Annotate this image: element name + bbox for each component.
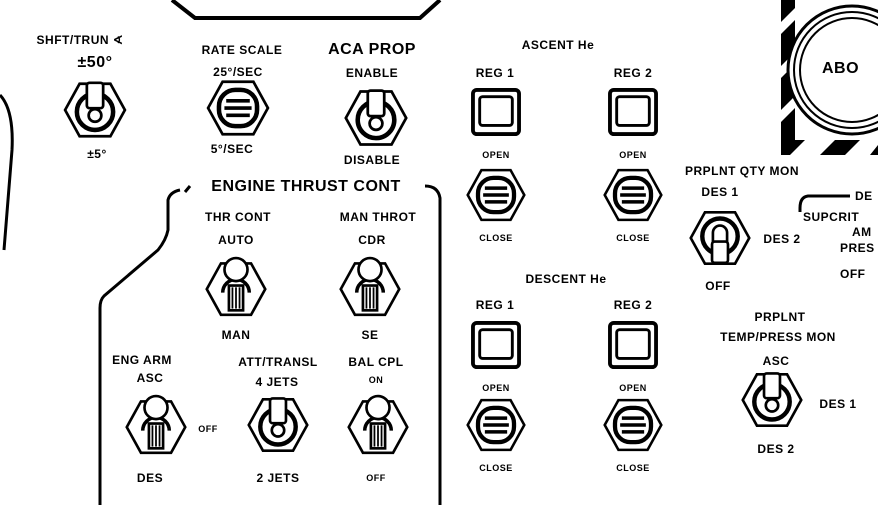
ascent-reg1-title: REG 1 <box>475 66 515 80</box>
thr-cont-title: THR CONT <box>205 210 271 224</box>
eng-arm-up-label: ASC <box>136 371 164 385</box>
prplnt-temp-right-label: DES 1 <box>819 397 857 411</box>
rate-scale-title: RATE SCALE <box>201 43 283 57</box>
descent-reg1-switch[interactable] <box>466 397 526 453</box>
att-transl-down-label: 2 JETS <box>256 471 300 485</box>
eng-arm-down-label: DES <box>136 471 164 485</box>
bal-cpl-title: BAL CPL <box>348 355 404 369</box>
supcrit-off-label: OFF <box>840 267 866 281</box>
thr-cont-down-label: MAN <box>221 328 251 342</box>
abort-hash-frame <box>781 0 878 155</box>
att-transl-switch[interactable] <box>247 396 309 454</box>
supcrit-amb-label: AM <box>852 225 872 239</box>
descent-reg2-indicator <box>608 321 658 369</box>
shft-trun-down-label: ±5° <box>87 147 107 161</box>
man-throt-down-label: SE <box>361 328 379 342</box>
ascent-reg1-open-label: OPEN <box>482 150 510 160</box>
ascent-reg2-switch[interactable] <box>603 167 663 223</box>
top-box-outline <box>170 0 442 20</box>
engine-thrust-bracket-left <box>98 185 192 505</box>
abort-button-label: ABO <box>822 60 860 77</box>
prplnt-temp-title-1: PRPLNT <box>754 310 806 324</box>
supcrit-group-title: DE <box>855 189 873 203</box>
supcrit-label: SUPCRIT <box>803 210 860 224</box>
bal-cpl-down-label: OFF <box>366 473 386 483</box>
descent-reg2-switch[interactable] <box>603 397 663 453</box>
left-curve-line <box>0 93 14 251</box>
rate-scale-up-label: 25°/SEC <box>213 65 263 79</box>
aca-prop-down-label: DISABLE <box>343 153 401 167</box>
shft-trun-up-label: ±50° <box>77 54 113 71</box>
descent-reg1-close-label: CLOSE <box>479 463 513 473</box>
supcrit-press-label: PRES <box>840 241 875 255</box>
prplnt-qty-mon-title: PRPLNT QTY MON <box>684 164 800 178</box>
descent-reg1-open-label: OPEN <box>482 383 510 393</box>
engine-thrust-bracket-right <box>424 184 442 505</box>
shft-trun-switch[interactable] <box>63 81 127 139</box>
supcrit-bracket <box>798 194 850 212</box>
descent-reg2-close-label: CLOSE <box>616 463 650 473</box>
ascent-reg1-switch[interactable] <box>466 167 526 223</box>
descent-reg2-title: REG 2 <box>613 298 653 312</box>
ascent-reg2-close-label: CLOSE <box>616 233 650 243</box>
thr-cont-up-label: AUTO <box>218 233 254 247</box>
prplnt-temp-down-label: DES 2 <box>757 442 795 456</box>
ascent-reg2-indicator <box>608 88 658 136</box>
aca-prop-switch[interactable] <box>344 85 408 151</box>
prplnt-temp-press-switch[interactable] <box>741 371 803 429</box>
eng-arm-title: ENG ARM <box>112 353 172 367</box>
engine-thrust-cont-title: ENGINE THRUST CONT <box>211 178 401 195</box>
prplnt-qty-mon-up-label: DES 1 <box>701 185 739 199</box>
rate-scale-down-label: 5°/SEC <box>210 142 254 156</box>
aca-prop-title: ACA PROP <box>328 41 416 58</box>
prplnt-temp-title-2: TEMP/PRESS MON <box>720 330 836 344</box>
prplnt-temp-up-label: ASC <box>762 354 790 368</box>
att-transl-up-label: 4 JETS <box>255 375 299 389</box>
thr-cont-switch[interactable] <box>205 246 267 318</box>
eng-arm-switch[interactable] <box>125 384 187 456</box>
prplnt-qty-mon-down-label: OFF <box>705 279 731 293</box>
aca-prop-up-label: ENABLE <box>345 66 399 80</box>
descent-reg1-title: REG 1 <box>475 298 515 312</box>
man-throt-switch[interactable] <box>339 246 401 318</box>
att-transl-title: ATT/TRANSL <box>238 355 318 369</box>
prplnt-qty-mon-switch[interactable] <box>689 209 751 267</box>
man-throt-title: MAN THROT <box>339 210 417 224</box>
man-throt-up-label: CDR <box>358 233 386 247</box>
abort-button[interactable] <box>786 4 878 136</box>
eng-arm-right-label: OFF <box>198 424 218 434</box>
ascent-reg2-title: REG 2 <box>613 66 653 80</box>
descent-reg1-indicator <box>471 321 521 369</box>
rate-scale-switch[interactable] <box>206 79 270 137</box>
ascent-reg2-open-label: OPEN <box>619 150 647 160</box>
bal-cpl-up-label: ON <box>368 375 384 385</box>
prplnt-qty-mon-right-label: DES 2 <box>763 232 801 246</box>
ascent-reg1-indicator <box>471 88 521 136</box>
shft-trun-title: SHFT/TRUN ∢ <box>36 33 124 47</box>
descent-reg2-open-label: OPEN <box>619 383 647 393</box>
ascent-reg1-close-label: CLOSE <box>479 233 513 243</box>
descent-he-title: DESCENT He <box>525 272 607 286</box>
ascent-he-title: ASCENT He <box>521 38 595 52</box>
bal-cpl-switch[interactable] <box>347 384 409 456</box>
